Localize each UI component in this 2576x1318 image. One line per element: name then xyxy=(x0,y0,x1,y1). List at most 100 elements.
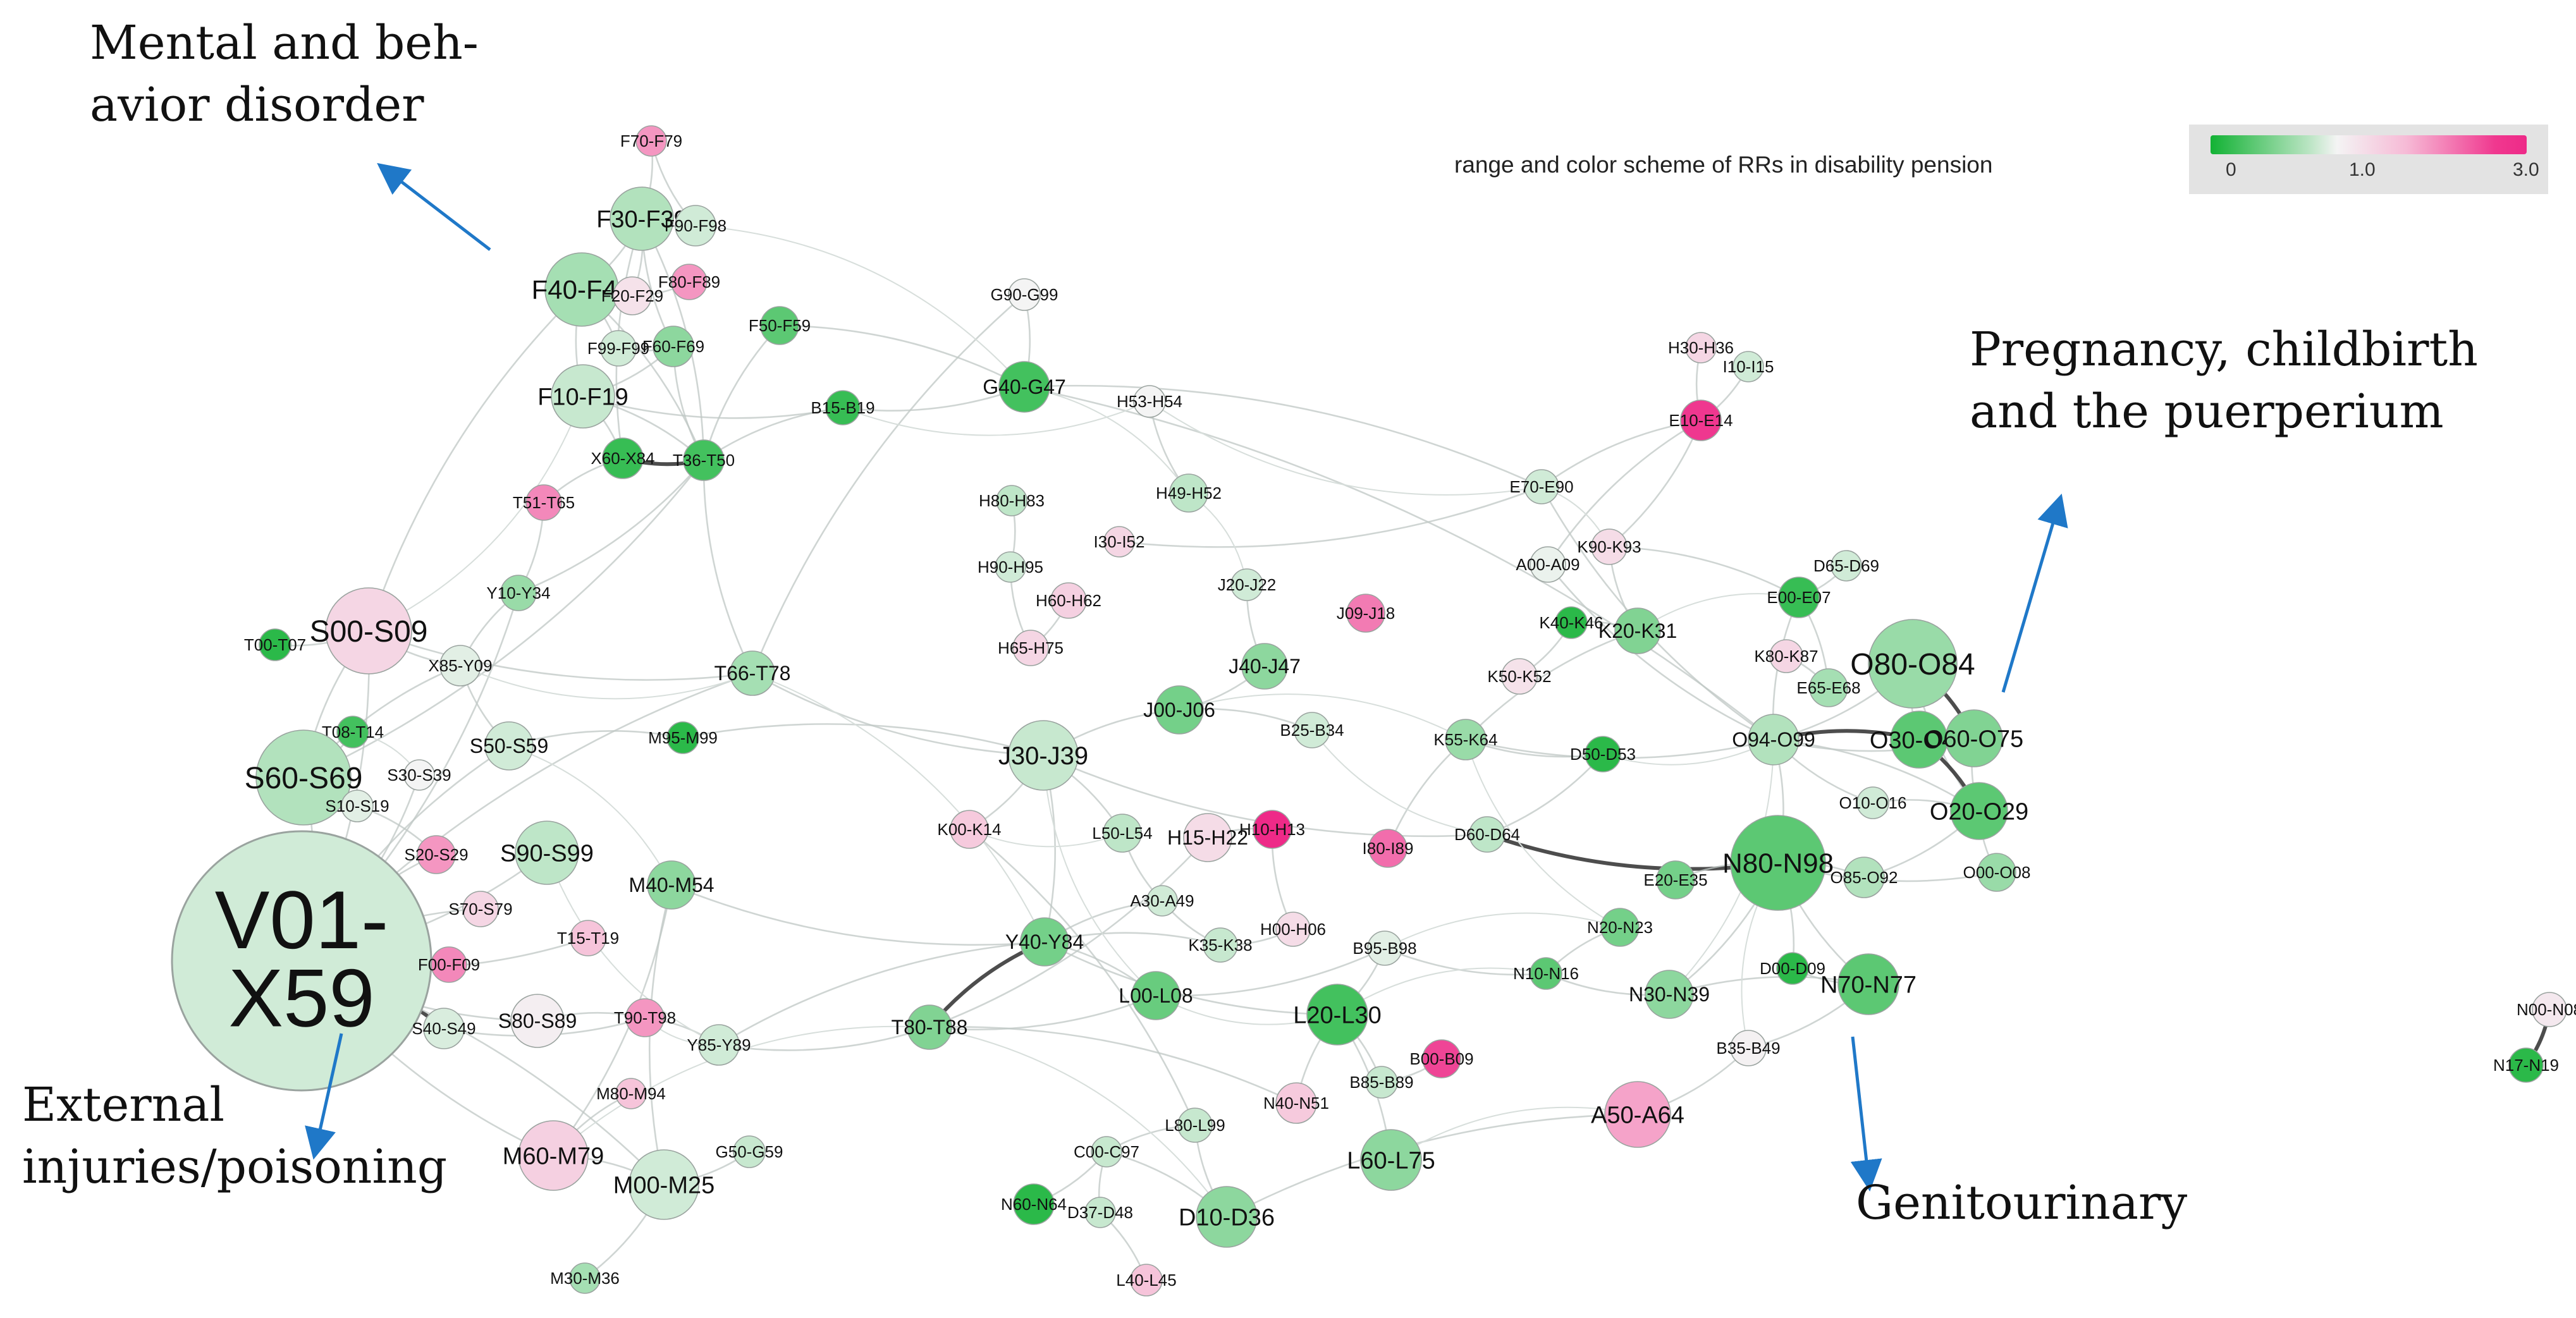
node-circle[interactable] xyxy=(625,998,665,1037)
node-b35-b49[interactable]: B35-B49 xyxy=(1716,1030,1781,1066)
node-e65-e68[interactable]: E65-E68 xyxy=(1796,668,1861,707)
node-circle[interactable] xyxy=(2532,992,2567,1027)
node-a50-a64[interactable]: A50-A64 xyxy=(1591,1081,1684,1148)
node-l20-l30[interactable]: L20-L30 xyxy=(1293,984,1382,1046)
node-m80-m94[interactable]: M80-M94 xyxy=(596,1078,666,1109)
node-circle[interactable] xyxy=(675,205,716,247)
node-s40-s49[interactable]: S40-S49 xyxy=(412,1008,476,1049)
node-circle[interactable] xyxy=(1146,885,1178,917)
node-j09-j18[interactable]: J09-J18 xyxy=(1337,594,1395,633)
node-t15-t19[interactable]: T15-T19 xyxy=(557,920,619,956)
node-circle[interactable] xyxy=(610,186,674,251)
node-circle[interactable] xyxy=(1241,643,1288,690)
node-circle[interactable] xyxy=(1769,639,1803,673)
node-circle[interactable] xyxy=(1169,473,1208,513)
node-circle[interactable] xyxy=(996,485,1027,516)
node-circle[interactable] xyxy=(341,790,374,822)
node-l60-l75[interactable]: L60-L75 xyxy=(1347,1129,1435,1191)
node-f90-f98[interactable]: F90-F98 xyxy=(665,205,727,247)
node-circle[interactable] xyxy=(325,587,412,674)
node-t51-t65[interactable]: T51-T65 xyxy=(513,484,575,521)
node-l80-l99[interactable]: L80-L99 xyxy=(1165,1107,1225,1143)
node-m60-m79[interactable]: M60-M79 xyxy=(503,1120,604,1191)
node-circle[interactable] xyxy=(1183,813,1232,862)
node-circle[interactable] xyxy=(1809,668,1848,707)
node-t80-t88[interactable]: T80-T88 xyxy=(892,1004,968,1050)
node-t08-t14[interactable]: T08-T14 xyxy=(322,716,384,748)
node-circle[interactable] xyxy=(1614,607,1661,654)
node-circle[interactable] xyxy=(336,716,369,748)
node-n17-n19[interactable]: N17-N19 xyxy=(2493,1047,2559,1083)
node-circle[interactable] xyxy=(439,645,481,686)
node-h30-h36[interactable]: H30-H36 xyxy=(1668,332,1734,363)
node-s10-s19[interactable]: S10-S19 xyxy=(325,790,389,822)
node-circle[interactable] xyxy=(629,1149,699,1220)
node-x85-y09[interactable]: X85-Y09 xyxy=(428,645,493,686)
node-l50-l54[interactable]: L50-L54 xyxy=(1092,814,1153,853)
node-y40-y84[interactable]: Y40-Y84 xyxy=(1005,917,1084,967)
node-o85-o92[interactable]: O85-O92 xyxy=(1831,857,1898,898)
node-circle[interactable] xyxy=(1837,953,1899,1015)
node-s30-s39[interactable]: S30-S39 xyxy=(387,759,451,791)
node-circle[interactable] xyxy=(423,1008,465,1049)
node-e00-e07[interactable]: E00-E07 xyxy=(1767,577,1831,618)
node-b95-b98[interactable]: B95-B98 xyxy=(1352,931,1417,966)
node-circle[interactable] xyxy=(666,721,699,754)
node-circle[interactable] xyxy=(1346,594,1385,633)
node-l40-l45[interactable]: L40-L45 xyxy=(1116,1264,1177,1297)
node-e10-e14[interactable]: E10-E14 xyxy=(1669,400,1733,441)
node-circle[interactable] xyxy=(515,821,579,885)
node-circle[interactable] xyxy=(653,326,694,367)
node-circle[interactable] xyxy=(1091,1136,1122,1168)
node-circle[interactable] xyxy=(733,1135,766,1168)
node-k90-k93[interactable]: K90-K93 xyxy=(1577,528,1641,565)
node-h60-h62[interactable]: H60-H62 xyxy=(1036,582,1101,619)
node-j30-j39[interactable]: J30-J39 xyxy=(998,720,1088,791)
node-h90-h95[interactable]: H90-H95 xyxy=(978,551,1043,583)
node-b85-b89[interactable]: B85-B89 xyxy=(1349,1066,1414,1099)
node-circle[interactable] xyxy=(2508,1047,2544,1083)
node-circle[interactable] xyxy=(1203,927,1238,963)
node-circle[interactable] xyxy=(1680,400,1722,441)
node-circle[interactable] xyxy=(698,1024,740,1066)
node-m00-m25[interactable]: M00-M25 xyxy=(613,1149,715,1220)
node-h49-h52[interactable]: H49-H52 xyxy=(1156,473,1222,513)
node-circle[interactable] xyxy=(1367,931,1402,966)
node-d60-d64[interactable]: D60-D64 xyxy=(1454,816,1520,853)
node-j40-j47[interactable]: J40-J47 xyxy=(1229,643,1301,690)
node-n70-n77[interactable]: N70-N77 xyxy=(1820,953,1917,1015)
node-circle[interactable] xyxy=(635,125,667,157)
node-circle[interactable] xyxy=(525,484,562,521)
node-circle[interactable] xyxy=(510,994,565,1048)
node-a00-a09[interactable]: A00-A09 xyxy=(1516,546,1580,583)
node-circle[interactable] xyxy=(1831,550,1862,582)
node-o20-o29[interactable]: O20-O29 xyxy=(1930,782,2028,840)
node-h10-h13[interactable]: H10-H13 xyxy=(1239,810,1305,849)
node-circle[interactable] xyxy=(1365,1066,1398,1099)
node-circle[interactable] xyxy=(1131,971,1181,1020)
node-b00-b09[interactable]: B00-B09 xyxy=(1409,1039,1474,1078)
node-n30-n39[interactable]: N30-N39 xyxy=(1629,970,1710,1019)
node-circle[interactable] xyxy=(1306,984,1368,1046)
node-circle[interactable] xyxy=(431,946,467,983)
node-h53-h54[interactable]: H53-H54 xyxy=(1117,385,1182,418)
node-circle[interactable] xyxy=(1604,1081,1671,1148)
node-circle[interactable] xyxy=(1360,1129,1422,1191)
node-j20-j22[interactable]: J20-J22 xyxy=(1218,568,1277,601)
node-d65-d69[interactable]: D65-D69 xyxy=(1813,550,1879,582)
node-circle[interactable] xyxy=(1294,712,1330,748)
node-k50-k52[interactable]: K50-K52 xyxy=(1487,658,1552,695)
node-circle[interactable] xyxy=(600,330,637,367)
node-s20-s29[interactable]: S20-S29 xyxy=(404,835,469,874)
node-circle[interactable] xyxy=(998,361,1050,413)
node-circle[interactable] xyxy=(1230,568,1263,601)
node-circle[interactable] xyxy=(500,575,537,611)
node-circle[interactable] xyxy=(1600,908,1640,947)
node-m30-m36[interactable]: M30-M36 xyxy=(550,1262,620,1294)
node-circle[interactable] xyxy=(1555,606,1588,639)
node-circle[interactable] xyxy=(825,390,861,425)
node-s80-s89[interactable]: S80-S89 xyxy=(498,994,577,1048)
node-a30-a49[interactable]: A30-A49 xyxy=(1130,885,1194,917)
node-d00-d09[interactable]: D00-D09 xyxy=(1760,952,1825,985)
node-k40-k46[interactable]: K40-K46 xyxy=(1539,606,1604,639)
